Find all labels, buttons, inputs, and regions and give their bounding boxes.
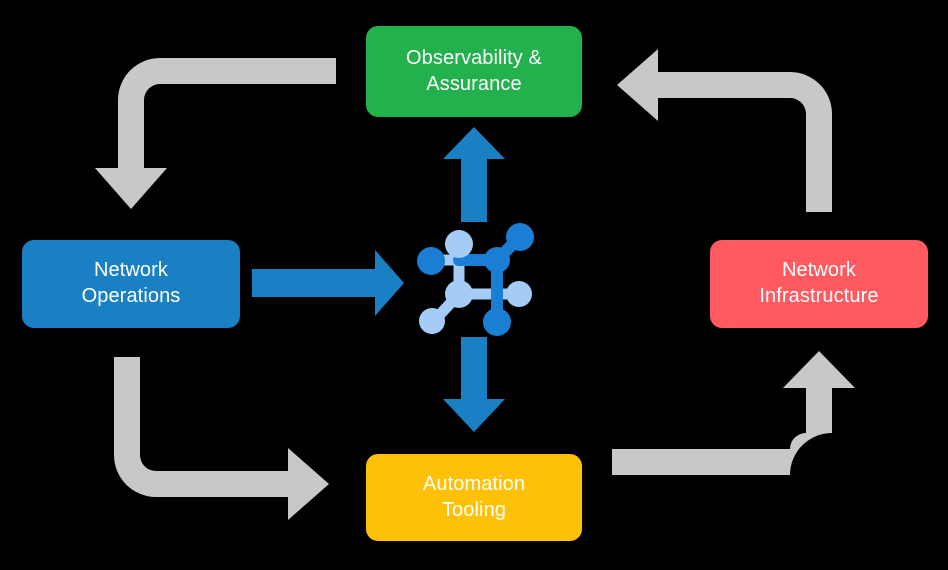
gray-arrow-infrastructure-to-observability (617, 49, 832, 212)
blue-arrow-center-to-observability (443, 127, 505, 222)
gray-arrow-operations-to-automation (114, 357, 329, 520)
node-label-network-infrastructure: Network Infrastructure (759, 259, 879, 307)
blue-arrow-operations-to-center (252, 250, 404, 316)
node-box-network-operations[interactable]: Network Operations (22, 240, 240, 328)
blue-arrow-center-to-automation (443, 337, 505, 432)
node-label-observability: Observability & Assurance (406, 46, 542, 95)
node-label-automation-tooling: Automation Tooling (422, 472, 526, 521)
network-topology-icon (417, 223, 534, 336)
node-label-network-operations: Network Operations (81, 259, 181, 307)
node-box-network-infrastructure[interactable]: Network Infrastructure (710, 240, 928, 328)
node-box-observability[interactable]: Observability & Assurance (366, 26, 582, 117)
gray-arrow-automation-to-infrastructure (612, 351, 855, 475)
node-box-automation-tooling[interactable]: Automation Tooling (366, 454, 582, 541)
gray-arrow-observability-to-operations (95, 58, 336, 209)
